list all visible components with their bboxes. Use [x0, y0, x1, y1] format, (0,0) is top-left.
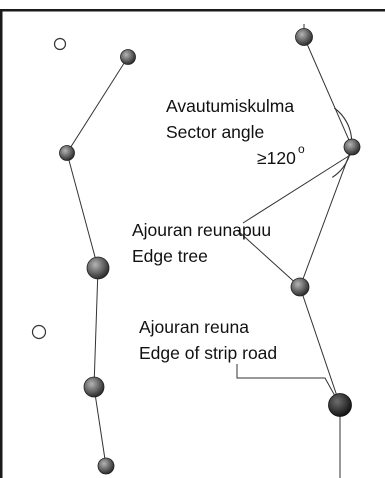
sector-angle-label-fi: Avautumiskulma [166, 96, 294, 116]
degree-sign: o [298, 142, 305, 156]
tree [120, 49, 136, 65]
edge-tree [290, 277, 310, 297]
trees [31, 28, 361, 475]
tree [97, 457, 115, 475]
tree [83, 376, 105, 398]
strip-road-edge-label-fi: Ajouran reuna [139, 317, 249, 337]
tree [59, 145, 75, 161]
tree [328, 393, 352, 417]
edge-tree-label-fi: Ajouran reunapuu [132, 220, 271, 240]
strip-road-edge-leader-line [236, 364, 341, 406]
tree [86, 256, 110, 280]
tree [53, 37, 67, 51]
strip-road-edge-label-en: Edge of strip road [139, 343, 277, 363]
tree [31, 324, 47, 340]
sector-angle-value: ≥120 [257, 148, 296, 168]
edge-tree [343, 138, 361, 156]
edge-tree-leader-line-2 [242, 151, 356, 224]
tree [295, 28, 313, 46]
diagram-frame [0, 9, 385, 478]
edge-tree-label-en: Edge tree [132, 246, 208, 266]
edge-tree-leader-line [236, 229, 301, 288]
sector-angle-label-en: Sector angle [166, 122, 264, 142]
